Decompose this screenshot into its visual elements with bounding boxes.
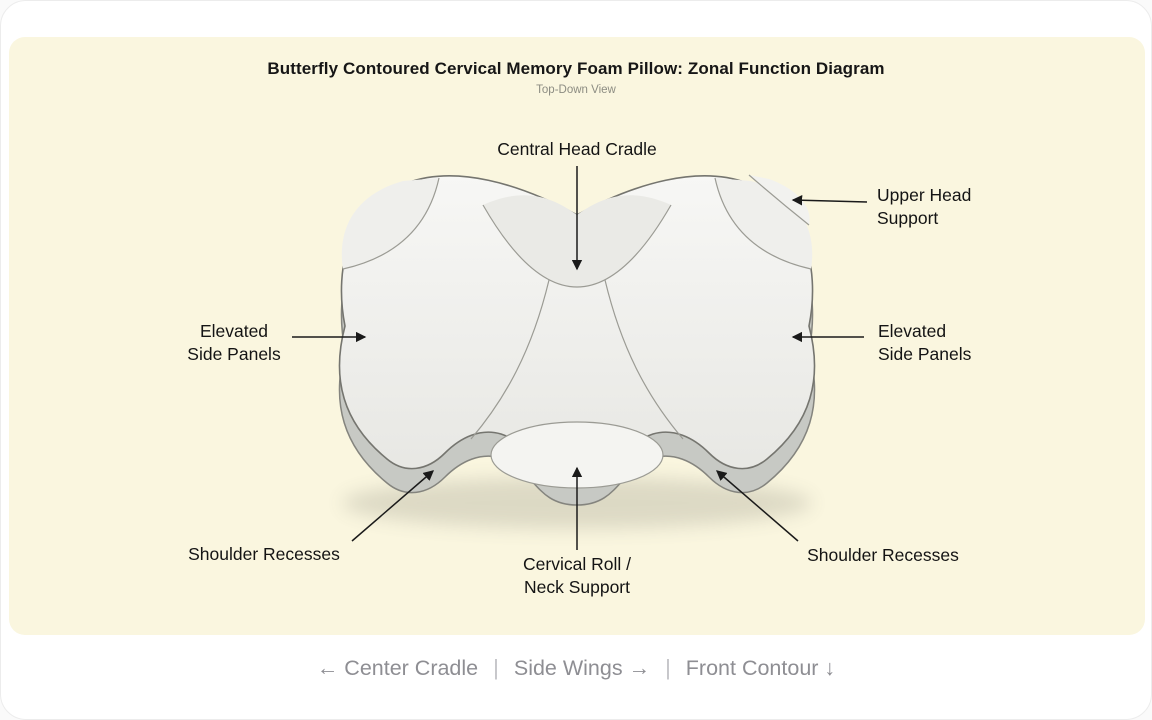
- zone-upper-corner-left: [341, 178, 439, 269]
- zone-upper-head-support-contour: [748, 174, 810, 226]
- label-central-head-cradle: Central Head Cradle: [497, 139, 657, 159]
- legend-bar: ← Center Cradle | Side Wings → | Front C…: [1, 655, 1151, 681]
- zone-cervical-roll: [490, 421, 664, 489]
- valley-contour-left: [470, 279, 550, 440]
- zone-upper-corner-left-contour: [342, 177, 440, 270]
- zone-upper-corner-right-contour: [714, 177, 812, 270]
- zone-central-head-cradle-contour: [482, 204, 672, 288]
- pillow-illustration: [338, 174, 816, 529]
- label-cervical-roll: Cervical Roll / Neck Support: [523, 554, 631, 597]
- label-elevated-side-panels-left: Elevated Side Panels: [187, 321, 281, 364]
- legend-item-side-wings: Side Wings →: [513, 655, 651, 680]
- diagram-title: Butterfly Contoured Cervical Memory Foam…: [267, 59, 885, 78]
- legend-item-front-contour: Front Contour ↓: [685, 655, 836, 680]
- valley-contour-right: [604, 279, 684, 440]
- diagram-subtitle: Top-Down View: [536, 84, 616, 96]
- label-upper-head-support: Upper Head Support: [877, 185, 972, 228]
- legend-separator: |: [665, 655, 671, 680]
- label-shoulder-recesses-left: Shoulder Recesses: [188, 544, 340, 564]
- label-shoulder-recesses-right: Shoulder Recesses: [807, 545, 959, 565]
- label-elevated-side-panels-right: Elevated Side Panels: [878, 321, 972, 364]
- pillow-top-surface: [338, 175, 816, 482]
- legend-separator: |: [493, 655, 499, 680]
- legend-item-center-cradle: ← Center Cradle: [316, 655, 479, 680]
